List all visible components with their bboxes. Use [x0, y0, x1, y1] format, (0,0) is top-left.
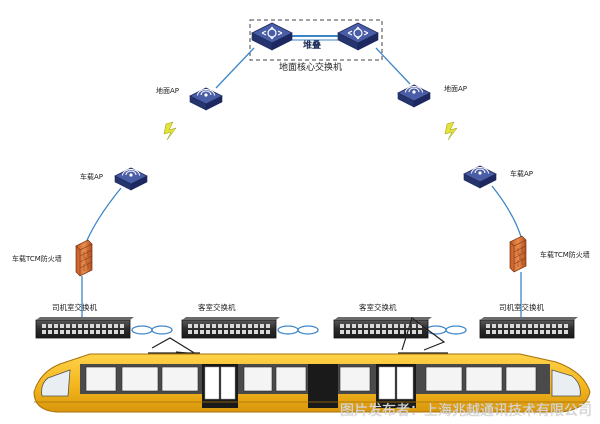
link-core-ground-ap-left: [215, 47, 255, 89]
link-vehicle-ap-firewall-right: [491, 185, 523, 241]
ground-ap-left-icon: [189, 87, 223, 111]
chain-link-2: [277, 325, 319, 335]
pantograph-left: [148, 337, 200, 355]
wireless-link-right-icon: [444, 121, 458, 141]
pantograph-right: [398, 317, 448, 354]
firewall-left-icon: [75, 239, 93, 277]
publisher-watermark: 图片发布者：上海兆越通讯技术有限公司: [340, 403, 592, 419]
switch-cab-left-label: 司机室交换机: [52, 303, 97, 312]
ground-ap-left-label: 地面AP: [156, 87, 180, 95]
vehicle-ap-left-icon: [114, 167, 148, 191]
chain-link-1: [131, 325, 173, 335]
vehicle-ap-left-label: 车载AP: [80, 173, 104, 181]
core-stack-frame: [249, 19, 383, 61]
firewall-right-icon: [509, 235, 527, 273]
core-switch-group-label: 地面核心交换机: [279, 63, 343, 73]
switch-cab-right-icon: [479, 317, 578, 339]
switch-passenger-right-icon: [333, 317, 432, 339]
firewall-left-label: 车载TCM防火墙: [12, 255, 62, 263]
ground-ap-right-icon: [397, 84, 431, 108]
core-stack-label: 堆叠: [303, 41, 322, 51]
onboard-switches: [35, 317, 578, 339]
tram: [33, 353, 591, 413]
firewall-right-label: 车载TCM防火墙: [540, 251, 590, 259]
vehicle-ap-right-label: 车载AP: [510, 170, 534, 178]
switch-passenger-left-icon: [181, 317, 280, 339]
switch-cab-left-icon: [35, 317, 134, 339]
switch-passenger-left-label: 客室交换机: [198, 303, 236, 312]
link-vehicle-ap-firewall-left: [84, 187, 122, 246]
link-core-ground-ap-right: [375, 47, 411, 85]
switch-cab-right-label: 司机室交换机: [499, 303, 544, 312]
core-switch-left-icon: [251, 22, 293, 51]
switch-passenger-right-label: 客室交换机: [359, 303, 397, 312]
ground-ap-right-label: 地面AP: [444, 85, 468, 93]
vehicle-ap-right-icon: [463, 165, 497, 189]
wireless-link-left-icon: [163, 121, 177, 141]
core-switch-right-icon: [337, 22, 379, 51]
